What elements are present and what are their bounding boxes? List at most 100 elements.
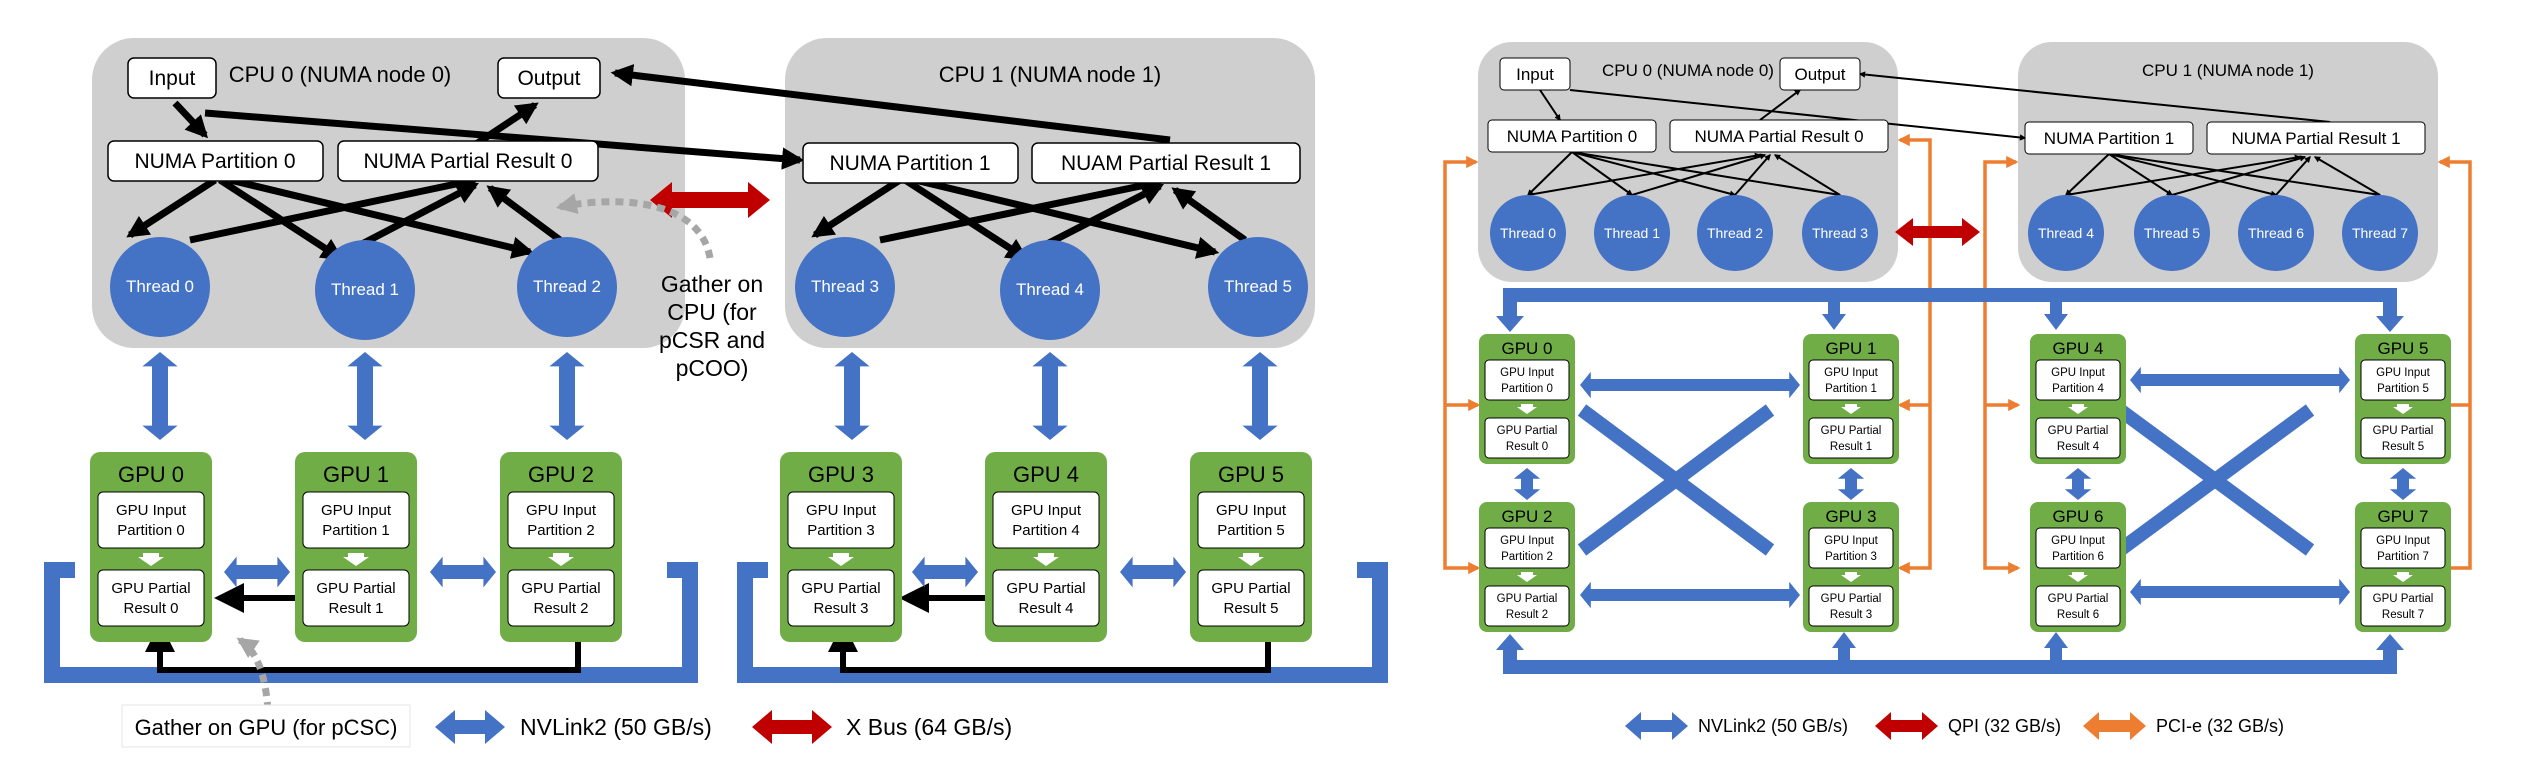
right-thread-2-node: [1697, 195, 1773, 271]
svg-text:Partition 2: Partition 2: [1501, 551, 1553, 563]
nvlink-vertical-3: [2389, 468, 2417, 500]
nvlink-gpu4-gpu5: [1120, 556, 1186, 588]
svg-text:GPU Partial: GPU Partial: [2373, 425, 2434, 437]
cpu1-panel: [785, 38, 1315, 348]
cpu1-panel-right: [2018, 42, 2438, 282]
right-thread-3-node: [1802, 195, 1878, 271]
pcie-links: [1443, 133, 2472, 575]
nvlink-legend-label: NVLink2 (50 GB/s): [520, 714, 712, 740]
svg-text:GPU Input: GPU Input: [2376, 535, 2430, 547]
gpu-5-title: GPU 5: [1218, 462, 1284, 487]
pcie-legend-icon: [2083, 712, 2146, 740]
numa-partition-1-right: NUMA Partition 1: [2024, 121, 2194, 155]
right-thread-1-node: [1594, 195, 1670, 271]
left-legend: Gather on GPU (for pCSC) NVLink2 (50 GB/…: [121, 704, 1012, 748]
cpu1-title: CPU 1 (NUMA node 1): [939, 62, 1162, 87]
svg-text:Output: Output: [1794, 65, 1845, 84]
svg-text:NUMA Partial Result 0: NUMA Partial Result 0: [1694, 127, 1863, 146]
nvlink-legend-label-right: NVLink2 (50 GB/s): [1698, 716, 1848, 736]
cpu0-panel-right: [1478, 42, 1898, 282]
svg-text:GPU Input: GPU Input: [2051, 535, 2105, 547]
svg-text:Partition 1: Partition 1: [322, 522, 390, 539]
svg-text:Result 7: Result 7: [2382, 609, 2424, 621]
right-diagram: CPU 0 (NUMA node 0) CPU 1 (NUMA node 1): [1443, 42, 2472, 740]
nvlink-gpu6-gpu7: [2130, 578, 2350, 606]
svg-text:Input: Input: [1516, 65, 1554, 84]
nvlink-gpu2-gpu3: [1580, 581, 1800, 609]
input-box: Input: [127, 57, 217, 99]
nvlink-cpu-gpu-2: [549, 352, 585, 440]
svg-text:NUAM Partial Result 1: NUAM Partial Result 1: [1061, 152, 1271, 175]
svg-text:Result 0: Result 0: [1506, 441, 1548, 453]
gpu-5-result-label: GPU Partial: [1211, 580, 1290, 597]
svg-text:Gather on: Gather on: [661, 271, 763, 297]
svg-text:Partition 4: Partition 4: [1012, 522, 1080, 539]
svg-text:NUMA Partition 1: NUMA Partition 1: [2044, 129, 2174, 148]
svg-text:NUMA Partition 1: NUMA Partition 1: [829, 152, 990, 175]
svg-text:GPU 7: GPU 7: [2377, 507, 2428, 526]
gpu-4-title: GPU 4: [1013, 462, 1079, 487]
nvlink-loop-right: [737, 562, 1388, 683]
cpu0-title-right: CPU 0 (NUMA node 0): [1602, 61, 1774, 80]
right-thread-6-node: [2238, 195, 2314, 271]
left-threads: Thread 0 Thread 1 Thread 2 Thread 3 Thre…: [110, 237, 1308, 340]
nvlink-cpu-gpu-4: [1032, 352, 1068, 440]
right-legend: NVLink2 (50 GB/s) QPI (32 GB/s) PCI-e (3…: [1625, 712, 2284, 740]
svg-text:NUMA Partition 0: NUMA Partition 0: [134, 150, 295, 173]
gpu-0-result-label: GPU Partial: [111, 580, 190, 597]
xbus-legend-icon: [752, 710, 832, 744]
gpu-5-input-label: GPU Input: [1216, 502, 1287, 519]
svg-text:GPU Partial: GPU Partial: [1821, 593, 1882, 605]
svg-text:GPU Input: GPU Input: [1824, 367, 1878, 379]
nvlink-legend-icon-right: [1625, 712, 1688, 740]
svg-text:Result 5: Result 5: [2382, 441, 2424, 453]
nvlink-gpu0-gpu1: [224, 556, 290, 588]
right-thread-7-label: Thread 7: [2352, 225, 2408, 241]
xbus-arrow: [650, 182, 770, 218]
svg-text:GPU 6: GPU 6: [2052, 507, 2103, 526]
right-thread-5-node: [2134, 195, 2210, 271]
right-gpu-nvlink-arrows: [1513, 366, 2417, 609]
svg-text:Partition 5: Partition 5: [2377, 383, 2429, 395]
numa-partial-result-1-right: NUMA Partial Result 1: [2206, 121, 2426, 155]
right-thread-1-label: Thread 1: [1604, 225, 1660, 241]
right-thread-5-label: Thread 5: [2144, 225, 2200, 241]
gpu-2-result-label: GPU Partial: [521, 580, 600, 597]
nvlink-legend-icon: [435, 710, 505, 744]
gpu-2-input-label: GPU Input: [526, 502, 597, 519]
thread-1-node: [315, 240, 415, 340]
pcie-legend-label: PCI-e (32 GB/s): [2156, 716, 2284, 736]
svg-text:GPU Input: GPU Input: [1824, 535, 1878, 547]
svg-text:Partition 2: Partition 2: [527, 522, 595, 539]
svg-text:GPU Input: GPU Input: [2376, 367, 2430, 379]
gather-path-gpu5: [828, 622, 1271, 673]
svg-text:Partition 7: Partition 7: [2377, 551, 2429, 563]
right-nvlink-bus: [1496, 288, 2404, 674]
svg-text:Result 1: Result 1: [1830, 441, 1872, 453]
svg-text:NUMA Partial Result 1: NUMA Partial Result 1: [2231, 129, 2400, 148]
nvlink-loop-left: [44, 562, 698, 683]
cpu-thread-arrows-right: [1527, 71, 2382, 198]
nvlink-gpu3-gpu4: [912, 556, 978, 588]
cpu0-title: CPU 0 (NUMA node 0): [229, 62, 452, 87]
svg-text:Result 2: Result 2: [1506, 609, 1548, 621]
svg-text:Partition 3: Partition 3: [807, 522, 875, 539]
svg-text:Result 3: Result 3: [1830, 609, 1872, 621]
gpu-2-title: GPU 2: [528, 462, 594, 487]
svg-text:Result 1: Result 1: [328, 600, 383, 617]
qpi-legend-label: QPI (32 GB/s): [1948, 716, 2061, 736]
gpu-4-result-label: GPU Partial: [1006, 580, 1085, 597]
xbus-legend-label: X Bus (64 GB/s): [846, 714, 1012, 740]
svg-text:GPU 0: GPU 0: [1501, 339, 1552, 358]
svg-text:GPU Partial: GPU Partial: [2048, 425, 2109, 437]
